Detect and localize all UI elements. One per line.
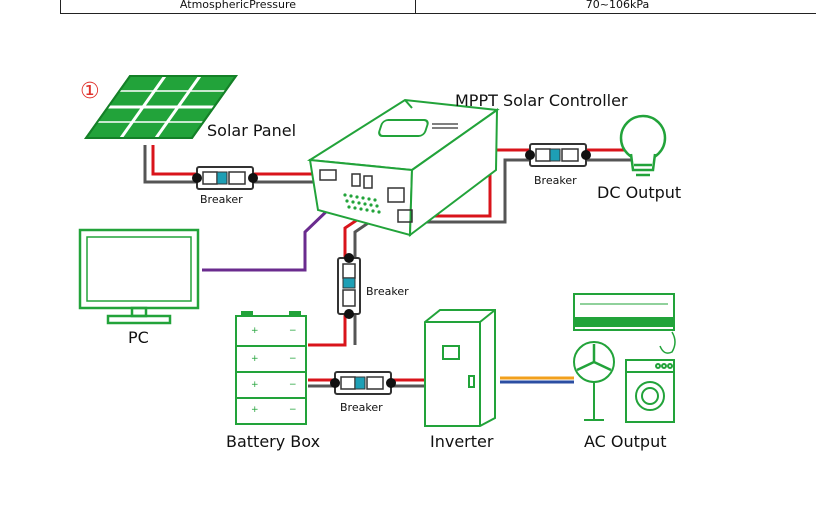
- svg-text:−: −: [289, 405, 297, 415]
- dc-output-label: DC Output: [597, 183, 681, 202]
- pc-label: PC: [128, 328, 149, 347]
- svg-text:−: −: [289, 380, 297, 390]
- monitor-icon: [78, 228, 200, 325]
- svg-text:+: +: [251, 326, 259, 336]
- breaker-label: Breaker: [340, 401, 383, 414]
- svg-text:+: +: [251, 380, 259, 390]
- svg-text:−: −: [289, 326, 297, 336]
- breaker-label: Breaker: [534, 174, 577, 187]
- table-row: AtmosphericPressure 70~106kPa: [60, 0, 816, 14]
- fan-icon: [573, 341, 615, 421]
- battery-box-label: Battery Box: [226, 432, 320, 451]
- inverter-icon: [424, 309, 496, 427]
- light-bulb-icon: [619, 114, 667, 177]
- solar-panel-icon: [84, 75, 238, 139]
- spec-value-cell: 70~106kPa: [415, 0, 816, 14]
- breaker-icon: [329, 371, 397, 395]
- breaker-label: Breaker: [366, 285, 409, 298]
- spec-table: AtmosphericPressure 70~106kPa: [60, 0, 816, 14]
- controller-icon: [307, 98, 500, 238]
- breaker-label: Breaker: [200, 193, 243, 206]
- inverter-label: Inverter: [430, 432, 494, 451]
- step-marker: ①: [80, 79, 100, 104]
- ac-output-label: AC Output: [584, 432, 667, 451]
- controller-label: MPPT Solar Controller: [455, 91, 628, 110]
- svg-text:−: −: [289, 354, 297, 364]
- breaker-icon: [524, 143, 592, 167]
- battery-box-icon: + − + − + − + −: [235, 311, 307, 425]
- breaker-icon: [337, 252, 361, 320]
- breaker-icon: [191, 166, 259, 190]
- solar-panel-label: Solar Panel: [207, 121, 296, 140]
- air-conditioner-icon: [573, 293, 675, 331]
- svg-text:+: +: [251, 405, 259, 415]
- svg-text:+: +: [251, 354, 259, 364]
- washing-machine-icon: [625, 359, 675, 423]
